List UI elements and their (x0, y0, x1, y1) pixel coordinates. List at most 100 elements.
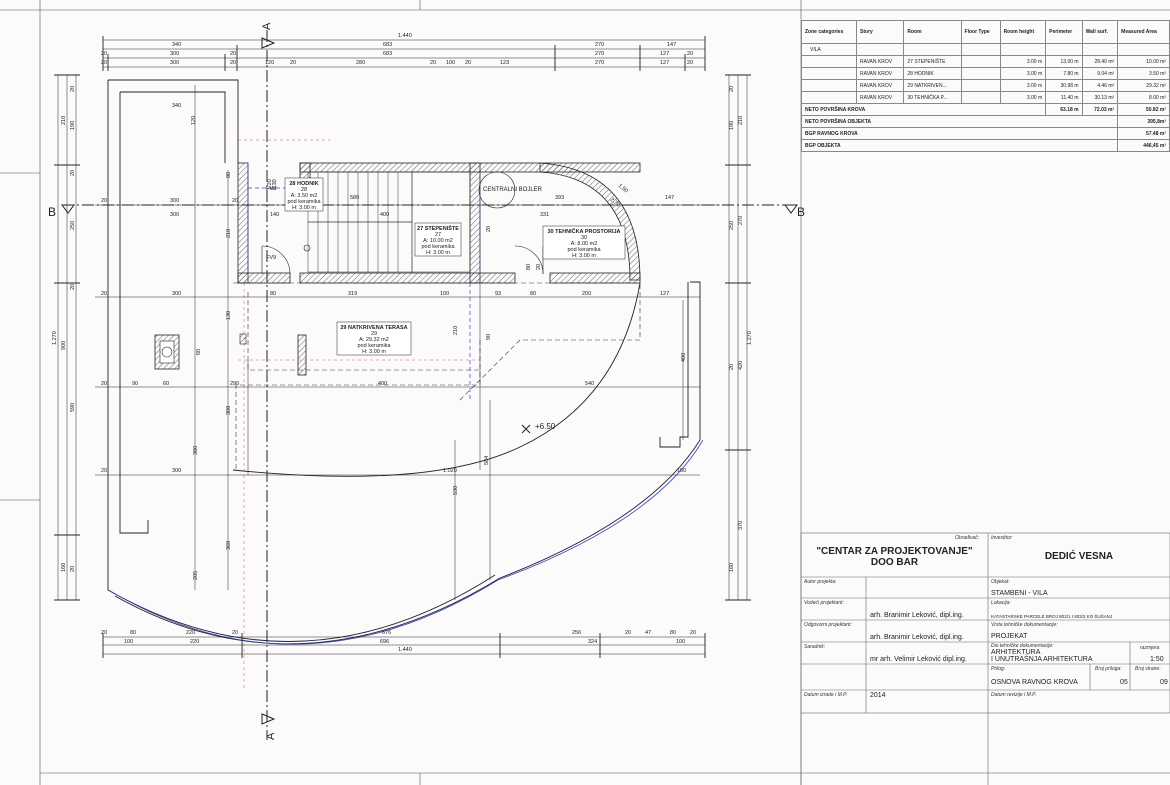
dim-top-total: 1.440 (398, 33, 412, 39)
boiler-label: CENTRALNI BOJLER (483, 187, 543, 193)
dimension-lines (57, 39, 748, 655)
dim-text-left: 1.270 210 900 20 190 20 250 20 590 160 2… (52, 86, 76, 572)
dim-text-right: 1.270 210 270 420 370 20 190 250 20 160 (729, 86, 753, 572)
dim-left-inner: 20 (70, 86, 76, 92)
dim-int-low: 290 (230, 381, 239, 387)
room-30-floor: pod keramika (567, 247, 601, 253)
dim-left-mid: 900 (61, 341, 67, 350)
dim-int-bot: 20 (101, 468, 107, 474)
dashed-lines (233, 282, 641, 470)
col-room-height: Room height (999, 20, 1047, 44)
dim-int-mid: 319 (348, 291, 357, 297)
dim-int-small: 2,72 (609, 197, 621, 208)
doors (261, 171, 544, 275)
dim-right-inner: 20 (729, 364, 735, 370)
dim-int-bot: 1.020 (443, 468, 457, 474)
dim-int-mid: 93 (495, 291, 501, 297)
dim-int-b: 20 (232, 198, 238, 204)
broj-strane-label: Broj strane: (1135, 666, 1161, 672)
razmjera-value: 1:50 (1150, 656, 1164, 663)
broj-priloga-label: Broj priloga: (1095, 666, 1122, 672)
dim-left-outer: 1.270 (52, 331, 58, 345)
dim-int-vert: 120 (191, 116, 197, 125)
dim-bot-r2: 100 (676, 639, 685, 645)
dim-int-low: 400 (378, 381, 387, 387)
table-row: RAVAN KROV 30 TEHNIČKA P... 3.00 m 11.40… (800, 91, 1170, 104)
dim-int-b: 331 (540, 212, 549, 218)
dim-top-r3: 300 (170, 60, 179, 66)
dim-left-inner: 20 (70, 170, 76, 176)
dim-int-vert: 205 (193, 571, 199, 580)
dio-label: Dio tehničke dokumentacije: (991, 643, 1054, 649)
room-30-area: A: 8.00 m2 (571, 241, 598, 247)
section-b-right: B (797, 205, 805, 219)
dim-bot-total: 1.440 (398, 647, 412, 653)
red-dash-lines (238, 139, 480, 690)
room-29-floor: pod keramika (357, 343, 391, 349)
dim-int-low: 540 (585, 381, 594, 387)
dim-int-b: 393 (555, 195, 564, 201)
room-labels: 28 HODNIK 28 A: 3.50 m2 pod keramika H: … (284, 177, 626, 356)
dim-int-vert: 60 (196, 349, 202, 355)
room-27-num: 27 (435, 232, 441, 238)
dim-int-b: 147 (665, 195, 674, 201)
dim-int-low: 20 (101, 381, 107, 387)
dim-int-b: 580 (350, 195, 359, 201)
dim-int-b: 400 (380, 212, 389, 218)
saradnik-label: Saradnik: (804, 644, 826, 650)
broj-priloga-value: 05 (1120, 679, 1128, 686)
dim-int-vert: 380 (193, 446, 199, 455)
dim-bot-r1: 20 (232, 630, 238, 636)
dim-text-internal: 20 300 300 20 140 580 400 393 147 331 20… (101, 116, 687, 580)
objekat-value: STAMBENI - VILA (991, 590, 1048, 597)
vodeci-label: Vodeći projektant: (804, 600, 844, 606)
broj-strane-value: 09 (1160, 679, 1168, 686)
dim-top-r3: 123 (500, 60, 509, 66)
dim-int-small: 80 (526, 264, 532, 270)
objekat-label: Objekat: (991, 579, 1010, 585)
dim-right-mid: 270 (738, 216, 744, 225)
prilog-label: Prilog: (991, 666, 1006, 672)
obradivac-label: Obrađivač: (955, 535, 980, 541)
col-zone: Zone categories (800, 20, 858, 44)
dim-right-inner: 190 (729, 121, 735, 130)
fv8-label: FV8 (266, 186, 276, 192)
room-28-floor: pod keramika (287, 199, 321, 205)
dim-int-mid: 200 (582, 291, 591, 297)
room-30-name: 30 TEHNIČKA PROSTORIJA (547, 228, 620, 235)
dim-top-r3: 20 (465, 60, 471, 66)
dim-int-low: 60 (163, 381, 169, 387)
dim-int-vert: 584 (484, 456, 490, 465)
dim-bot-r1: 80 (670, 630, 676, 636)
dim-text-bottom: 20 80 220 20 676 256 20 47 80 20 100 220… (101, 630, 696, 653)
dim-left-mid: 210 (61, 116, 67, 125)
stairs (307, 171, 471, 273)
dim-left-inner: 190 (70, 121, 76, 130)
dim-left-inner: 250 (70, 221, 76, 230)
datum-value: 2014 (870, 692, 886, 699)
col-room: Room (903, 20, 962, 44)
col-measured-area: Measured Area (1117, 20, 1170, 44)
section-b-left: B (48, 205, 56, 219)
room-27-height: H: 3.00 m (426, 250, 450, 256)
dim-int-vert: 80 (226, 172, 232, 178)
table-row: RAVAN KROV 28 HODNIK 3.00 m 7.80 m 9.04 … (800, 67, 1170, 80)
dim-int-vert: 308 (226, 406, 232, 415)
dim-int-mid: 300 (172, 291, 181, 297)
dim-right-inner: 20 (729, 86, 735, 92)
section-a-top: A (261, 22, 273, 30)
dim-int-small: 2,30 (272, 179, 278, 190)
col-story: Story (856, 20, 905, 44)
dim-bot-r1: 256 (572, 630, 581, 636)
dim-int-vert: 400 (681, 353, 687, 362)
dim-int-vert: 90 (486, 334, 492, 340)
col-perimeter: Perimeter (1045, 20, 1083, 44)
dim-int-bot: 100 (677, 468, 686, 474)
dim-int-small: 20 (536, 264, 542, 270)
dim-int-mid: 20 (101, 291, 107, 297)
dim-top-r2: 270 (595, 51, 604, 57)
room-28-name: 28 HODNIK (289, 181, 318, 187)
saradnik-value: mr arh. Velimir Leković dipl.ing. (870, 656, 967, 663)
room-27-floor: pod keramika (421, 244, 455, 250)
